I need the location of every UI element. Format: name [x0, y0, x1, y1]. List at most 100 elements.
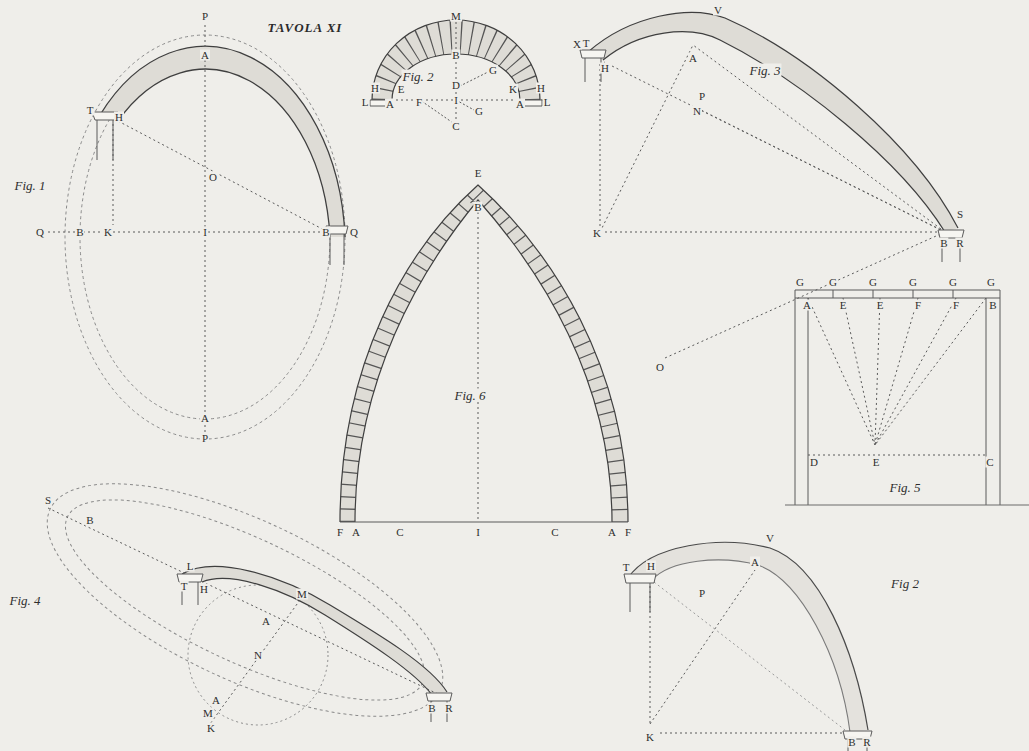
pier-capital [426, 693, 452, 701]
point-letter: M [450, 11, 462, 22]
plumb-line [600, 64, 601, 232]
point-letter: H [536, 83, 546, 94]
point-letter: R [955, 238, 964, 249]
point-letter: C [395, 527, 404, 538]
point-letter: O [208, 172, 218, 183]
point-letter: E [839, 300, 848, 311]
vertical-axis [456, 22, 457, 130]
extrados [100, 46, 345, 237]
arch-band [628, 542, 868, 732]
figure-seven [624, 542, 872, 751]
point-letter: N [253, 650, 263, 661]
ground-line [785, 505, 1029, 506]
cornice-line [795, 298, 1000, 299]
point-letter: K [103, 227, 113, 238]
point-letter: N [692, 106, 702, 117]
point-letter: B [939, 238, 948, 249]
point-letter: P [201, 433, 209, 444]
point-letter: G [474, 106, 484, 117]
figure-five [785, 290, 1029, 505]
point-letter: A [200, 50, 210, 61]
point-letter: B [75, 227, 84, 238]
point-letter: R [444, 703, 453, 714]
point-letter: P [698, 588, 706, 599]
figure-label: Fig. 2 [401, 70, 434, 83]
pier-shaft [97, 120, 113, 160]
point-letter: V [765, 533, 775, 544]
joint-ticks [833, 290, 953, 298]
point-letter: F [914, 300, 922, 311]
point-letter: G [948, 277, 958, 288]
wall-line [986, 298, 987, 505]
point-letter: A [515, 99, 525, 110]
converging-joints [808, 298, 986, 445]
construction-line [665, 232, 945, 358]
construction-line [600, 45, 693, 232]
voussoir-joints [347, 192, 620, 522]
point-letter: M [296, 589, 308, 600]
major-axis [48, 508, 440, 695]
construction-line [693, 45, 945, 232]
intrados [355, 200, 612, 522]
chord-line [118, 121, 328, 232]
point-letter: R [862, 736, 871, 747]
point-letter: X [572, 39, 582, 50]
point-letter: C [451, 121, 460, 132]
point-letter: F [952, 300, 960, 311]
point-letter: C [550, 527, 559, 538]
figure-three [580, 13, 964, 358]
point-letter: A [688, 53, 698, 64]
point-letter: B [847, 736, 856, 747]
point-letter: E [872, 457, 881, 468]
point-letter: V [713, 4, 723, 15]
construction-line [650, 570, 755, 724]
point-letter: G [868, 277, 878, 288]
plate-title: TAVOLA XI [266, 20, 345, 36]
point-letter: H [600, 63, 610, 74]
point-letter: G [488, 65, 498, 76]
point-letter: K [645, 732, 655, 743]
point-letter: H [646, 561, 656, 572]
figure-four [16, 437, 473, 751]
wall-line [795, 290, 796, 505]
point-letter: B [988, 300, 997, 311]
pier-shaft [330, 234, 344, 265]
point-letter: A [607, 527, 617, 538]
extrados [340, 185, 628, 522]
point-letter: G [795, 277, 805, 288]
arch-band [182, 567, 447, 695]
point-letter: E [876, 300, 885, 311]
point-letter: G [828, 277, 838, 288]
point-letter: T [180, 581, 189, 592]
point-letter: S [956, 209, 964, 220]
point-letter: B [427, 703, 436, 714]
point-letter: A [351, 527, 361, 538]
point-letter: H [114, 112, 124, 123]
arch-band [340, 185, 628, 522]
point-letter: A [200, 413, 210, 424]
wall-line [808, 298, 809, 505]
point-letter: T [622, 562, 631, 573]
extrados [182, 567, 447, 692]
figure-label: Fig. 1 [13, 179, 46, 192]
arch-band [588, 13, 958, 232]
point-letter: Q [349, 227, 359, 238]
point-letter: P [201, 11, 209, 22]
point-letter: L [361, 97, 370, 108]
figure-two [366, 20, 548, 130]
point-letter: F [415, 97, 423, 108]
point-letter: K [508, 84, 518, 95]
point-letter: E [474, 168, 483, 179]
point-letter: K [592, 228, 602, 239]
figure-label: Fig. 6 [453, 389, 486, 402]
figure-label: Fig 2 [890, 577, 920, 590]
point-letter: D [809, 457, 819, 468]
pier-shaft [630, 583, 650, 612]
point-letter: G [908, 277, 918, 288]
point-letter: F [624, 527, 632, 538]
point-letter: I [475, 527, 481, 538]
intrados [652, 560, 850, 732]
point-letter: H [370, 83, 380, 94]
wall-line [1000, 290, 1001, 505]
